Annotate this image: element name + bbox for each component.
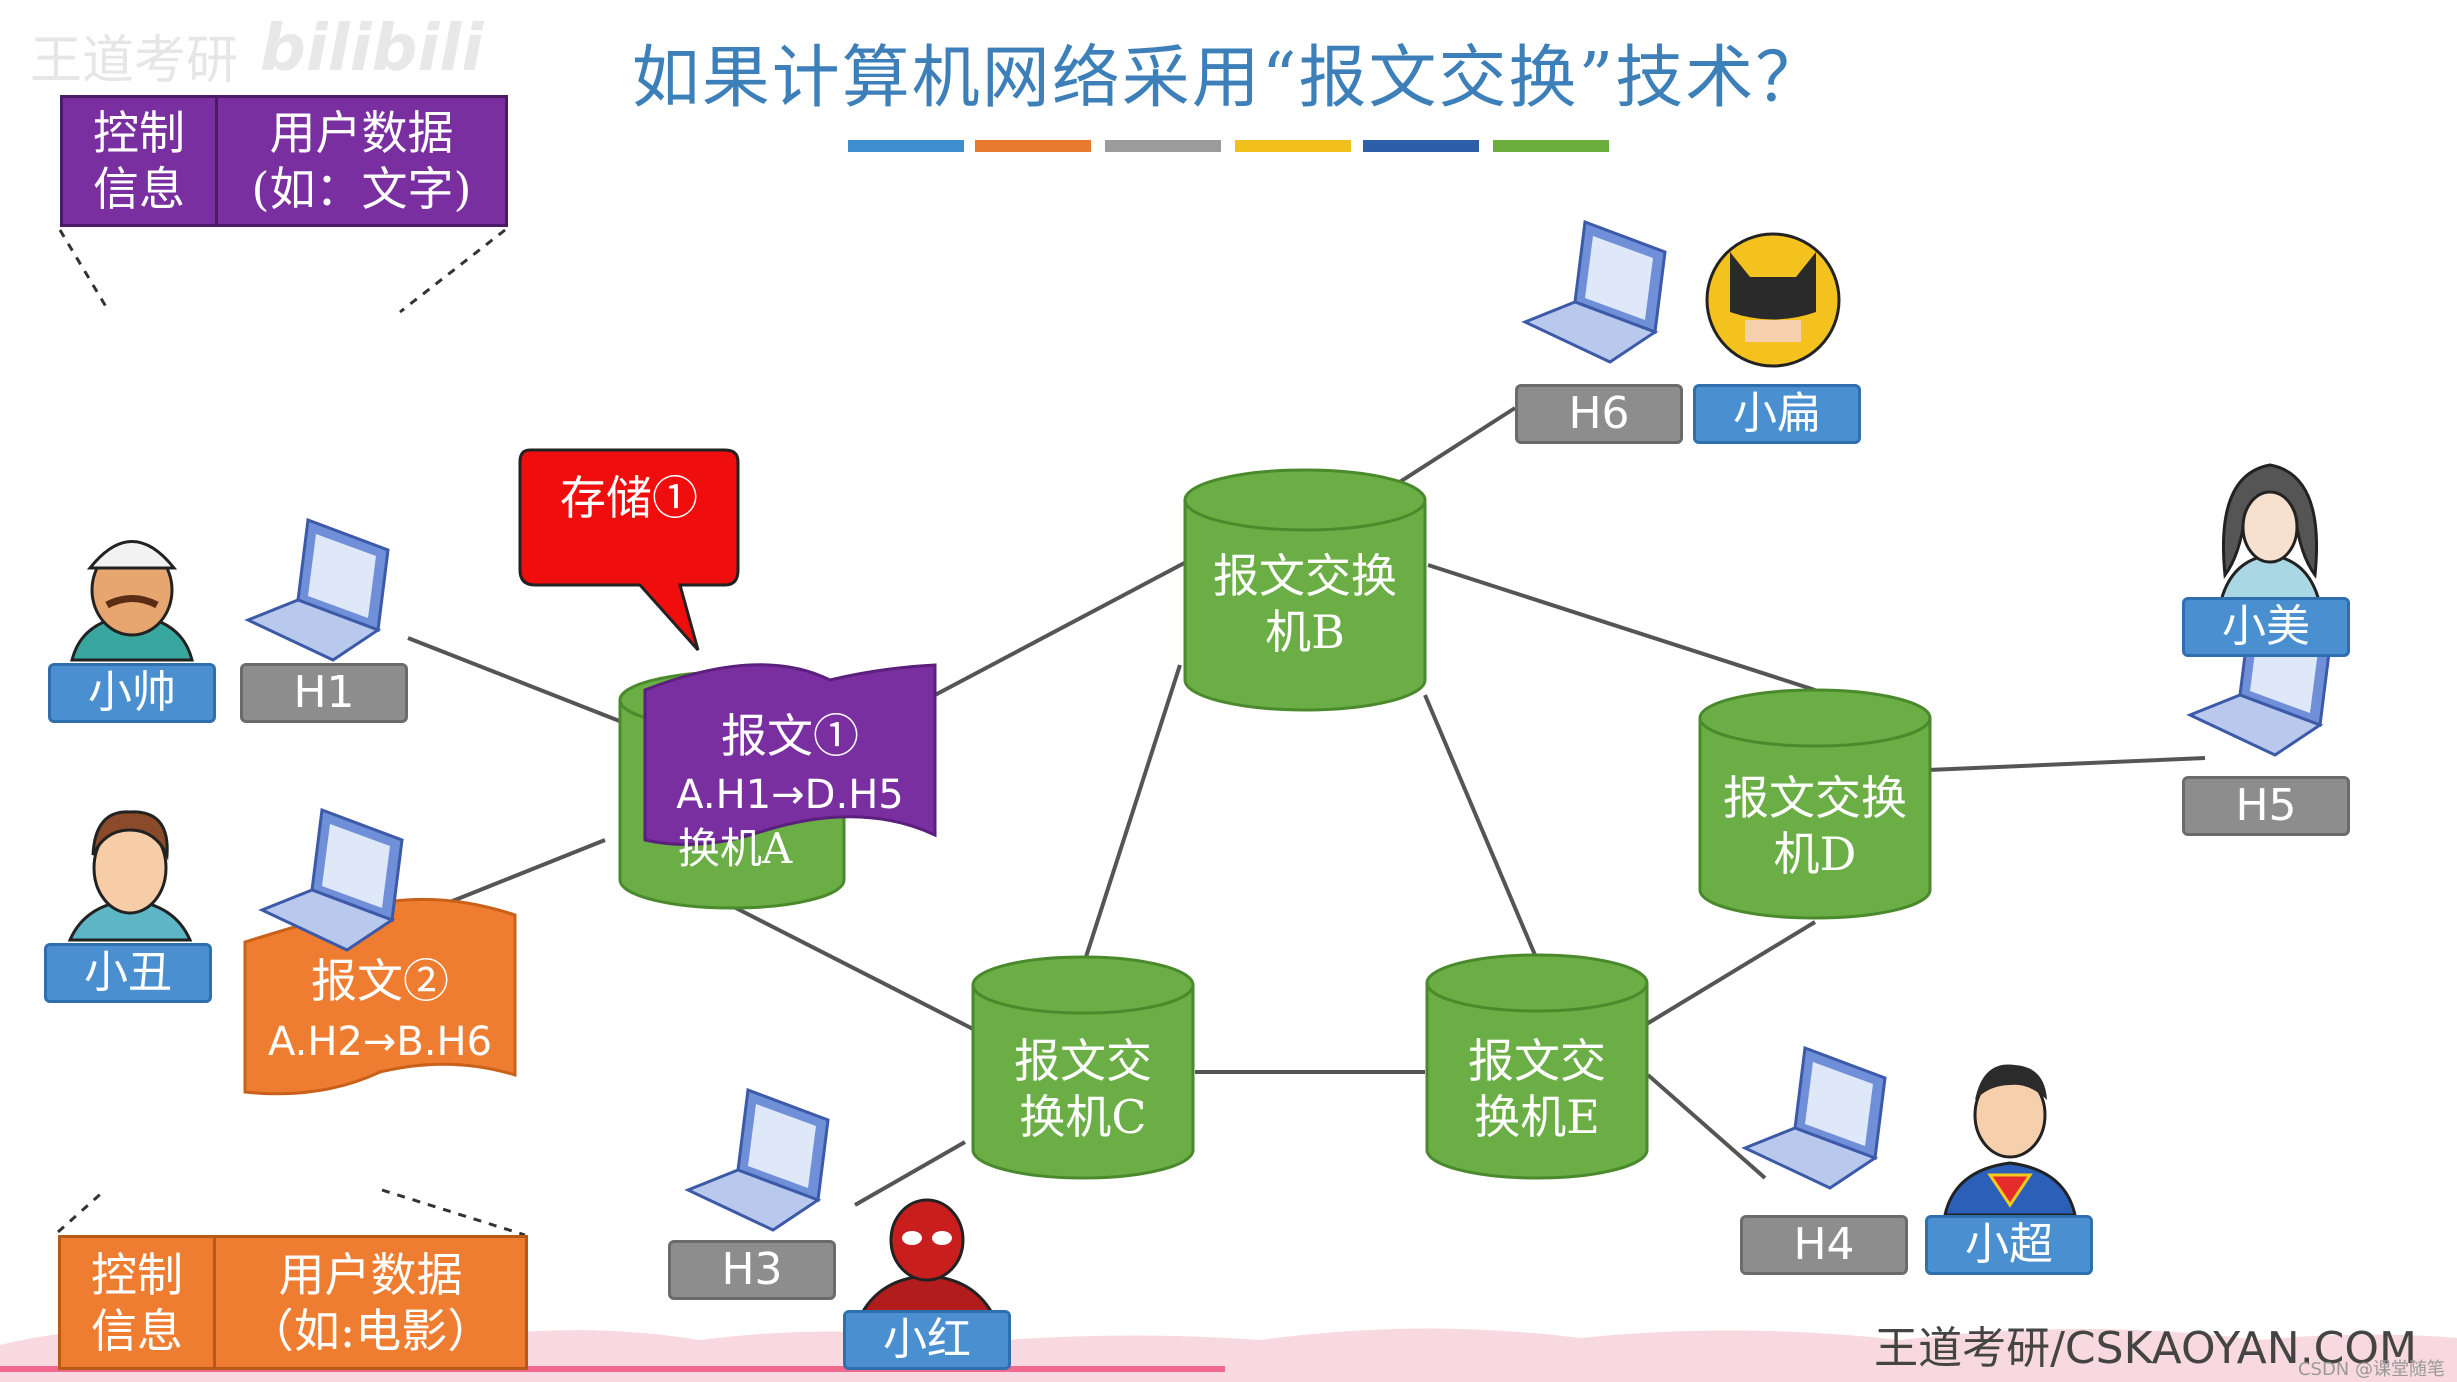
stripe-4 <box>1235 140 1351 152</box>
laptop-icon <box>684 1087 830 1232</box>
footer-brand: 王道考研/CSKAOYAN.COM <box>1874 1323 2417 1374</box>
switch-c-label: 报文交 换机C <box>1014 1034 1152 1144</box>
message-1-banner <box>643 663 937 846</box>
switch-b-label: 报文交换 机B <box>1213 549 1397 659</box>
message-1-text: 报文① A.H1→D.H5 <box>645 700 935 818</box>
bilibili-logo: bilibili <box>260 12 484 86</box>
stripe-5 <box>1363 140 1479 152</box>
user-label-shuai: 小帅 <box>48 663 216 723</box>
host-label-h6: H6 <box>1515 384 1683 444</box>
host-label-h3: H3 <box>668 1240 836 1300</box>
host-label-h4: H4 <box>1740 1215 1908 1275</box>
csdn-credit: CSDN @课堂随笔 <box>2297 1359 2445 1380</box>
user-label-hong: 小红 <box>843 1310 1011 1370</box>
control-info-line-2: 信息 <box>93 162 185 216</box>
switch-e <box>1425 953 1649 1180</box>
avatar-shuai <box>70 540 194 662</box>
laptop-icon <box>258 807 404 952</box>
laptop-icon <box>1521 219 1667 364</box>
avatar-bian <box>1705 232 1841 368</box>
message-1-name: 报文① <box>721 709 859 763</box>
user-label-bian: 小扁 <box>1693 384 1861 444</box>
packet-movie-example: 控制 信息 用户数据 （如:电影） <box>58 1235 528 1370</box>
switch-e-label: 报文交 换机E <box>1468 1034 1606 1144</box>
control-info-cell: 控制 信息 <box>63 98 218 224</box>
message-1-route: A.H1→D.H5 <box>676 772 904 818</box>
control-info-line-1: 控制 <box>93 106 185 160</box>
switch-d <box>1698 688 1932 920</box>
host-label-h1: H1 <box>240 663 408 723</box>
user-data-cell: 用户数据 (如：文字) <box>218 98 505 224</box>
control-info-line-1: 控制 <box>91 1247 183 1302</box>
switch-d-label: 报文交换 机D <box>1723 771 1907 881</box>
stripe-3 <box>1105 140 1221 152</box>
switch-a-label: 换机A <box>677 824 793 873</box>
storage-callout-text: 存储① <box>560 471 698 525</box>
host-label-h5: H5 <box>2182 776 2350 836</box>
avatar-chou <box>67 810 193 942</box>
control-info-line-2: 信息 <box>91 1303 183 1358</box>
message-2-text: 报文② A.H2→B.H6 <box>245 945 515 1065</box>
user-label-mei: 小美 <box>2182 597 2350 657</box>
progress-bar <box>0 1366 1225 1372</box>
avatar-hong <box>859 1198 995 1315</box>
user-data-line-2: (如：文字) <box>251 162 472 216</box>
stripe-1 <box>848 140 964 152</box>
storage-callout <box>518 448 740 651</box>
message-2-name: 报文② <box>311 954 449 1008</box>
watermark: 王道考研 <box>30 31 239 91</box>
laptop-icon <box>244 517 390 662</box>
avatar-chao <box>1943 1064 2077 1217</box>
user-data-line-1: 用户数据 <box>269 106 454 160</box>
user-data-cell: 用户数据 （如:电影） <box>216 1238 525 1367</box>
page-title: 如果计算机网络采用“报文交换”技术？ <box>631 39 1826 118</box>
switch-c <box>971 955 1195 1180</box>
user-label-chou: 小丑 <box>44 943 212 1003</box>
user-data-line-2: （如:电影） <box>247 1303 494 1358</box>
user-label-chao: 小超 <box>1925 1215 2093 1275</box>
stripe-2 <box>975 140 1091 152</box>
user-data-line-1: 用户数据 <box>278 1247 463 1302</box>
packet-text-example: 控制 信息 用户数据 (如：文字) <box>60 95 508 227</box>
switch-b <box>1183 468 1427 712</box>
stripe-6 <box>1493 140 1609 152</box>
message-2-route: A.H2→B.H6 <box>267 1019 493 1065</box>
control-info-cell: 控制 信息 <box>61 1238 216 1367</box>
laptop-icon <box>1741 1045 1887 1190</box>
avatar-mei <box>2218 463 2322 607</box>
